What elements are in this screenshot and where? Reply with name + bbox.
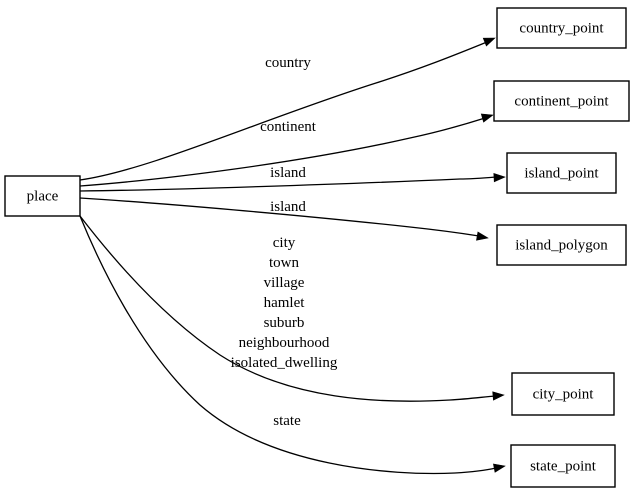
edge-label-line: city [273, 235, 296, 251]
node-box-state_point[interactable] [510, 444, 616, 488]
node-box-city_point[interactable] [511, 372, 615, 416]
node-label-island_polygon: island_polygon [515, 237, 608, 253]
edge-line-state_point [79, 215, 497, 475]
edge-place-to-island_point [79, 172, 506, 192]
node-box-place[interactable] [4, 175, 81, 217]
edge-label-island_polygon: island [270, 199, 306, 215]
node-label-island_point: island_point [524, 165, 599, 181]
edge-label-country_point: country [265, 55, 311, 71]
node-city_point[interactable]: city_point [511, 372, 615, 416]
node-continent_point[interactable]: continent_point [493, 80, 630, 122]
edge-place-to-city_point [79, 215, 505, 402]
edge-label-line: country [265, 55, 311, 71]
edge-place-to-continent_point [79, 113, 494, 187]
edge-labels-layer: country continent island island city town vill… [231, 55, 338, 429]
edge-arrowhead-state_point [493, 463, 506, 473]
edge-label-line: continent [260, 119, 317, 135]
edges-layer [79, 37, 506, 475]
node-country_point[interactable]: country_point [496, 7, 627, 49]
edge-label-continent_point: continent [260, 119, 317, 135]
edge-label-line: isolated_dwelling [231, 355, 338, 371]
node-island_point[interactable]: island_point [506, 152, 617, 194]
node-state_point[interactable]: state_point [510, 444, 616, 488]
edge-label-line: island [270, 165, 306, 181]
node-box-continent_point[interactable] [493, 80, 630, 122]
edge-line-city_point [79, 215, 496, 402]
node-place[interactable]: place [4, 175, 81, 217]
edge-arrowhead-island_point [493, 172, 506, 183]
node-label-continent_point: continent_point [514, 93, 609, 109]
node-box-island_polygon[interactable] [496, 224, 627, 266]
edge-arrowhead-continent_point [480, 113, 494, 123]
node-label-place: place [27, 188, 59, 204]
edge-label-city_point: city town village hamlet suburb neighbourhood… [231, 235, 338, 371]
edge-place-to-state_point [79, 215, 506, 475]
edge-label-line: island [270, 199, 306, 215]
edge-arrowhead-country_point [482, 37, 496, 47]
edge-arrowhead-city_point [492, 391, 505, 401]
node-label-country_point: country_point [519, 20, 604, 36]
edge-label-line: hamlet [264, 295, 306, 311]
node-box-country_point[interactable] [496, 7, 627, 49]
edge-place-to-island_polygon [79, 197, 489, 241]
edge-place-to-country_point [79, 37, 496, 181]
node-label-state_point: state_point [530, 458, 597, 474]
edge-label-state_point: state [273, 413, 301, 429]
edge-line-country_point [79, 41, 488, 181]
edge-line-island_point [79, 176, 497, 192]
edge-label-line: village [264, 275, 305, 291]
node-island_polygon[interactable]: island_polygon [496, 224, 627, 266]
node-label-city_point: city_point [533, 386, 595, 402]
edge-arrowhead-island_polygon [476, 231, 489, 241]
edge-label-island_point: island [270, 165, 306, 181]
edge-label-line: state [273, 413, 301, 429]
edge-label-line: neighbourhood [239, 335, 330, 351]
node-box-island_point[interactable] [506, 152, 617, 194]
nodes-layer: place country_point continent_point island_… [4, 7, 630, 488]
edge-line-continent_point [79, 117, 486, 187]
edge-label-line: suburb [264, 315, 305, 331]
edge-line-island_polygon [79, 197, 480, 237]
edge-label-line: town [269, 255, 300, 271]
